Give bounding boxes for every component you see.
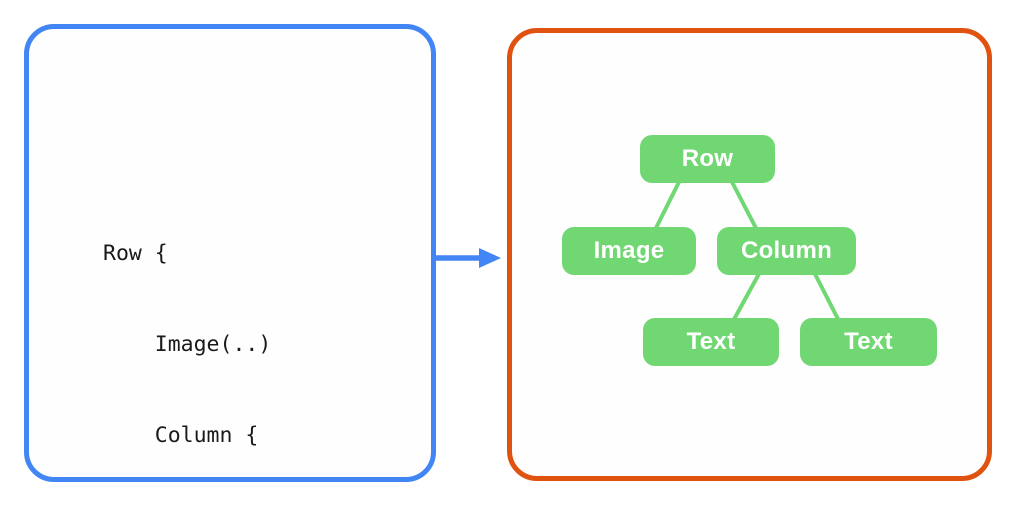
edge-column-text1 <box>730 271 762 324</box>
arrow-right-icon <box>435 248 501 268</box>
code-block: Row { Image(..) Column { Text(..) Text(.… <box>103 178 310 506</box>
code-line-row-open: Row { <box>103 240 168 266</box>
code-line-image: Image(..) <box>103 332 272 358</box>
edge-row-image <box>652 179 682 233</box>
tree-node-text-1: Text <box>643 318 779 366</box>
tree-panel: Row Image Column Text Text <box>507 28 992 481</box>
tree-node-image: Image <box>562 227 696 275</box>
edge-column-text2 <box>812 271 842 324</box>
arrow-head <box>479 248 501 268</box>
code-panel: Row { Image(..) Column { Text(..) Text(.… <box>24 24 436 482</box>
tree-node-text-2: Text <box>800 318 937 366</box>
edge-row-column <box>729 179 760 233</box>
tree-node-row: Row <box>640 135 775 183</box>
tree-node-column: Column <box>717 227 856 275</box>
tree-edges <box>652 179 842 324</box>
code-line-column-open: Column { <box>103 423 259 449</box>
